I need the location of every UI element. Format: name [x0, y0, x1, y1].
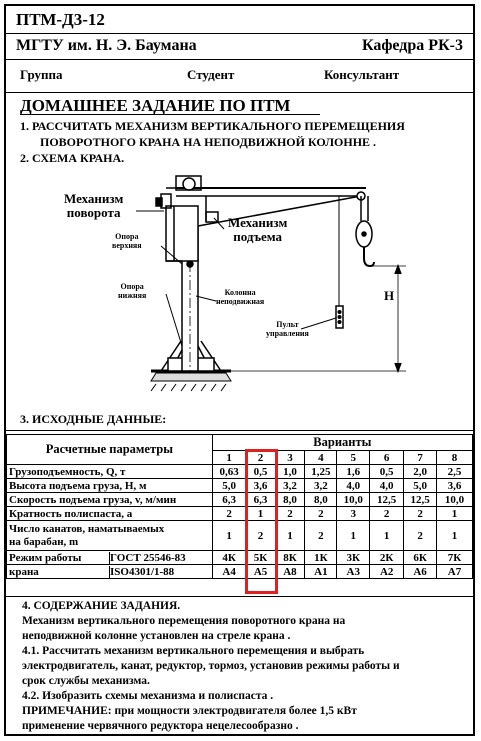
- university-name: МГТУ им. Н. Э. Баумана: [16, 37, 197, 54]
- group-label: Группа: [20, 67, 63, 82]
- label-rotation-mechanism: Механизм поворота: [64, 191, 124, 220]
- label-control-pendant: Пульт управления: [266, 320, 309, 338]
- variant-6: 6: [369, 450, 405, 465]
- content-line: неподвижной колонне установлен на стреле…: [22, 630, 291, 642]
- divider: [6, 92, 473, 93]
- divider: [6, 59, 473, 60]
- variant-2-highlight: [245, 449, 278, 594]
- divider: [6, 430, 473, 431]
- label-lower-support: Опора нижняя: [118, 282, 147, 300]
- variant-1: 1: [211, 450, 247, 465]
- label-upper-support: Опора верхняя: [112, 232, 142, 250]
- variant-3: 3: [274, 450, 306, 465]
- title-underline: [20, 114, 320, 115]
- task2-heading: 2. СХЕМА КРАНА.: [20, 151, 125, 165]
- label-column: Колонна неподвижная: [216, 288, 265, 306]
- variant-7: 7: [403, 450, 438, 465]
- note-line: ПРИМЕЧАНИЕ: при мощности электродвигател…: [22, 705, 357, 717]
- note-line: применение червячного редуктора нецелесо…: [22, 720, 299, 732]
- assignment-sheet: ПТМ-Д3-12 МГТУ им. Н. Э. Баумана Кафедра…: [4, 4, 475, 736]
- label-lift-mechanism: Механизм подъема: [228, 215, 288, 244]
- param-header: Расчетные параметры: [6, 434, 213, 465]
- student-label: Студент: [187, 67, 235, 82]
- doc-code: ПТМ-Д3-12: [16, 10, 105, 29]
- source-data-table: Расчетные параметры Варианты 1 2 3 4 5 6…: [6, 434, 474, 579]
- table-row: Число канатов, наматываемых на барабан, …: [6, 520, 473, 551]
- content-line: 4.1. Рассчитать механизм вертикального п…: [22, 645, 365, 657]
- task3-heading: 3. ИСХОДНЫЕ ДАННЫЕ:: [20, 412, 167, 426]
- department-name: Кафедра РК-3: [361, 37, 463, 54]
- content-line: электродвигатель, канат, редуктор, тормо…: [22, 660, 400, 672]
- task1-line1: 1. РАССЧИТАТЬ МЕХАНИЗМ ВЕРТИКАЛЬНОГО ПЕР…: [20, 119, 405, 133]
- variant-8: 8: [436, 450, 473, 465]
- content-line: Механизм вертикального перемещения повор…: [22, 615, 346, 627]
- label-height-h: H: [384, 288, 395, 303]
- page-title: ДОМАШНЕЕ ЗАДАНИЕ ПО ПТМ: [20, 96, 291, 115]
- content-heading: 4. СОДЕРЖАНИЕ ЗАДАНИЯ.: [22, 600, 181, 612]
- consultant-label: Консультант: [324, 67, 400, 82]
- divider: [6, 33, 473, 34]
- variant-4: 4: [304, 450, 338, 465]
- crane-diagram: [136, 175, 406, 392]
- divider: [6, 596, 473, 597]
- variant-5: 5: [336, 450, 371, 465]
- content-line: 4.2. Изобразить схемы механизма и полисп…: [22, 690, 274, 702]
- content-line: срок службы механизма.: [22, 675, 150, 687]
- task1-line2: ПОВОРОТНОГО КРАНА НА НЕПОДВИЖНОЙ КОЛОННЕ…: [40, 135, 377, 149]
